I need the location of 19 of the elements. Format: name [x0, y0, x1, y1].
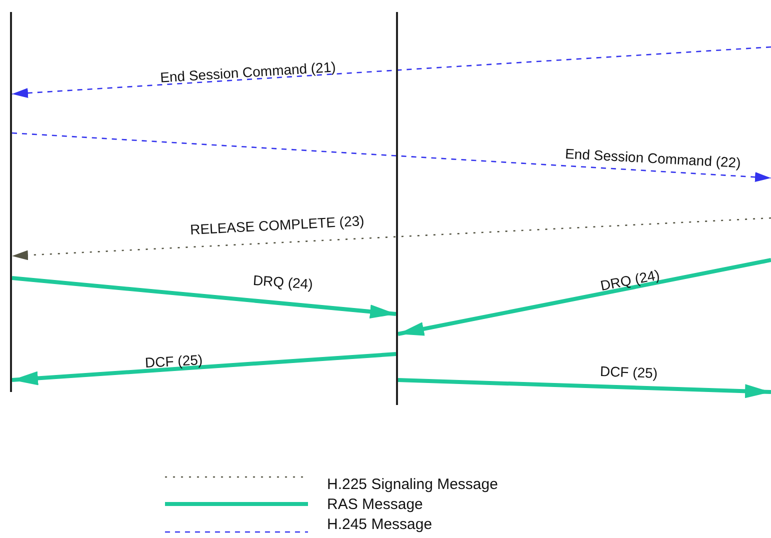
arrow: [398, 258, 771, 336]
edge-label: DRQ (24): [252, 272, 314, 292]
arrow: [12, 217, 771, 260]
legend-text: H.225 Signaling Message: [327, 476, 498, 493]
lifeline: [396, 12, 398, 405]
arrow: [12, 276, 396, 319]
edge-label: End Session Command (21): [160, 58, 336, 86]
lifeline: [10, 12, 12, 392]
edge-label: End Session Command (22): [564, 145, 742, 171]
arrow: [12, 352, 396, 386]
legend-text: RAS Message: [327, 496, 423, 513]
edge-label: DCF (25): [600, 363, 658, 381]
edge-label: DRQ (24): [599, 266, 661, 294]
arrow: [12, 132, 771, 182]
arrow: [398, 378, 771, 398]
arrow: [12, 46, 771, 98]
legend-text: H.245 Message: [327, 516, 432, 533]
edge-label: DCF (25): [144, 352, 203, 370]
edge-label: RELEASE COMPLETE (23): [190, 212, 365, 238]
